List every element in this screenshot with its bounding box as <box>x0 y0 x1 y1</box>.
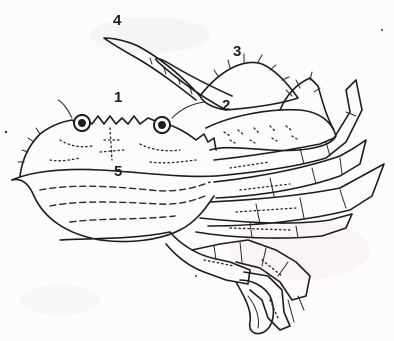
cheliped-dactyl-teeth <box>150 58 192 94</box>
carapace-groove-1 <box>40 182 210 191</box>
carapace-central-line <box>100 128 124 160</box>
walking-leg-1 <box>214 80 362 176</box>
background-watermark <box>20 17 370 315</box>
cheliped <box>104 38 336 150</box>
walking-leg-2 <box>214 140 366 198</box>
eyes <box>58 100 204 133</box>
carapace-groove-3 <box>70 216 175 222</box>
left-eyestalk <box>58 100 72 118</box>
right-eye-pupil <box>158 121 166 129</box>
carapace-groove-2 <box>50 196 205 206</box>
label-4: 4 <box>113 12 122 29</box>
walking-leg-3 <box>208 164 384 226</box>
label-1: 1 <box>114 89 122 106</box>
label-5: 5 <box>114 163 122 180</box>
label-2: 2 <box>222 97 230 114</box>
label-3: 3 <box>233 43 241 60</box>
cheliped-propodus-teeth <box>214 54 289 80</box>
right-eyestalk <box>172 102 204 118</box>
carapace-left-teeth <box>18 128 40 162</box>
cheliped-merus-texture <box>224 126 297 143</box>
carapace-stipple <box>50 140 196 163</box>
left-eye-pupil <box>78 119 86 127</box>
